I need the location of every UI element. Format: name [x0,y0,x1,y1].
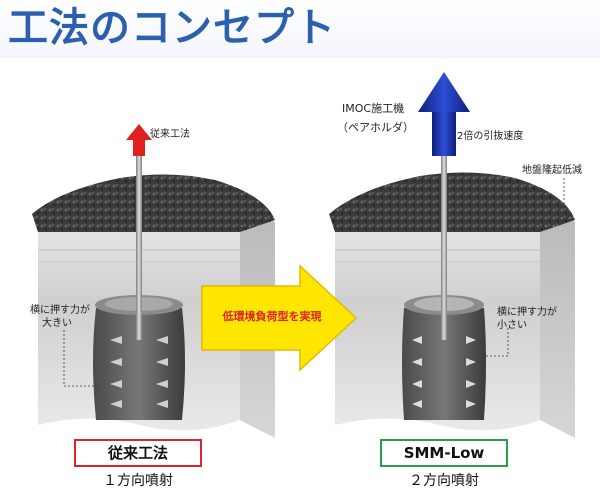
left-jet-type: １方向噴射 [103,473,173,489]
right-ground-block [329,72,575,438]
center-arrow [201,264,358,372]
right-rod [441,140,447,340]
left-method-box: 従来工法 [74,439,202,467]
left-top-label: 従来工法 [150,129,190,140]
page-title: 工法のコンセプト [8,5,336,51]
ground-label: 地盤隆起低減 [522,165,582,176]
left-rod [136,150,142,340]
title-band [0,0,600,58]
center-arrow-text: 低環境負荷型を実現 [222,310,322,323]
left-ground-block [32,124,275,438]
right-jet-arrows [412,336,476,408]
left-up-arrow [126,124,152,156]
machine-sub-label: （ペアホルダ） [337,121,414,134]
right-side-label-line2: 小さい [497,320,527,331]
left-side-label-line1: 横に押す力が [30,305,90,316]
right-method-box: SMM-Low [380,439,508,467]
right-up-arrow [418,72,470,156]
right-side-label-line1: 横に押す力が [497,307,557,318]
machine-label: IMOC施工機 [342,102,405,115]
speed-label: 2倍の引抜速度 [457,131,524,142]
right-jet-type: ２方向噴射 [409,473,479,489]
left-side-label-line2: 大きい [42,318,72,329]
concept-diagram [32,72,575,438]
left-jet-arrows [110,336,168,408]
